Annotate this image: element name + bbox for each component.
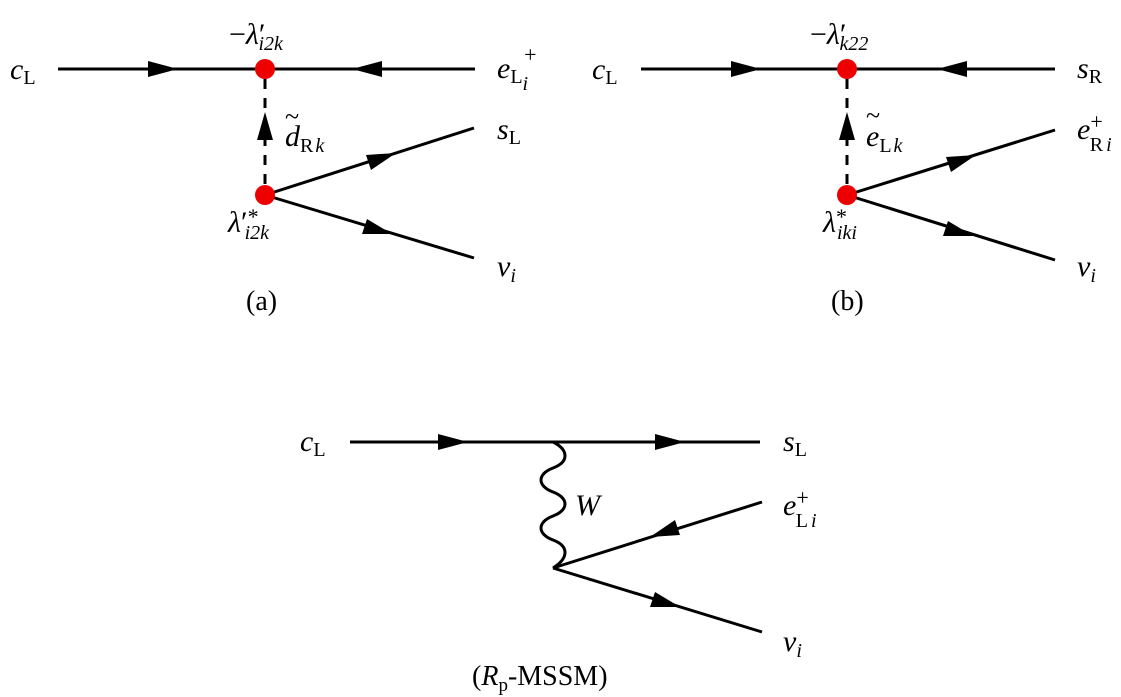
diagram-c-out-particle-label: sL: [783, 425, 807, 461]
diagram-b-top-vertex: [837, 59, 857, 79]
diagram-c-in-particle-label: cL: [300, 425, 326, 461]
diagram-b-bottom-vertex: [837, 185, 857, 205]
diagram-c-caption: (Rp-MSSM): [472, 661, 608, 696]
diagram-a-bottom-vertex: [255, 185, 275, 205]
diagram-c-boson-label: W: [575, 489, 603, 522]
diagram-c-upper-arrow: [650, 520, 680, 537]
diagram-c-arrow-in: [438, 434, 468, 450]
diagram-a-propagator-tilde: ~: [285, 102, 299, 131]
diagram-b-arrow-out: [937, 61, 967, 77]
diagram-b-caption: (b): [831, 286, 864, 317]
diagram-b-propagator-tilde: ~: [866, 101, 880, 130]
diagram-a-arrow-in: [148, 61, 178, 77]
diagram-a-propagator-arrow: [257, 112, 273, 140]
diagram-a-out-lower-label: νi: [497, 250, 516, 287]
diagram-b-in-particle-label: cL: [592, 53, 618, 89]
diagram-b-propagator-arrow: [839, 112, 855, 140]
diagram-a-upper-arrow: [366, 153, 396, 170]
diagram-a-top-coupling-label: −λ′i2k: [229, 18, 284, 55]
diagram-a-bottom-coupling-label: λ′*i2k: [227, 204, 270, 244]
diagram-a-lower-arrow: [362, 219, 392, 234]
diagram-b-out-particle-label: sR: [1077, 52, 1103, 88]
diagram-c-out-lower-label: νi: [783, 625, 802, 662]
diagram-a-in-particle-label: cL: [10, 53, 36, 89]
diagram-a-arrow-out: [352, 61, 382, 77]
diagram-b-upper-arrow: [946, 155, 976, 172]
diagram-b-bottom-coupling-label: λ*iki: [822, 204, 857, 244]
diagram-c-w-boson-propagator: [539, 440, 567, 570]
diagram-a-top-vertex: [255, 59, 275, 79]
diagram-a-caption: (a): [246, 286, 277, 317]
diagram-a-out-upper-label: sL: [497, 113, 521, 149]
diagram-b-top-coupling-label: −λ′k22: [810, 18, 868, 55]
diagram-a-out-particle-label: eLi+: [497, 42, 537, 95]
diagram-c-lower-arrow: [650, 592, 680, 607]
diagram-b-out-lower-label: νi: [1077, 250, 1096, 287]
diagram-b-arrow-in: [731, 61, 761, 77]
diagram-c-arrow-out: [655, 434, 685, 450]
diagram-b-lower-arrow: [943, 221, 973, 236]
